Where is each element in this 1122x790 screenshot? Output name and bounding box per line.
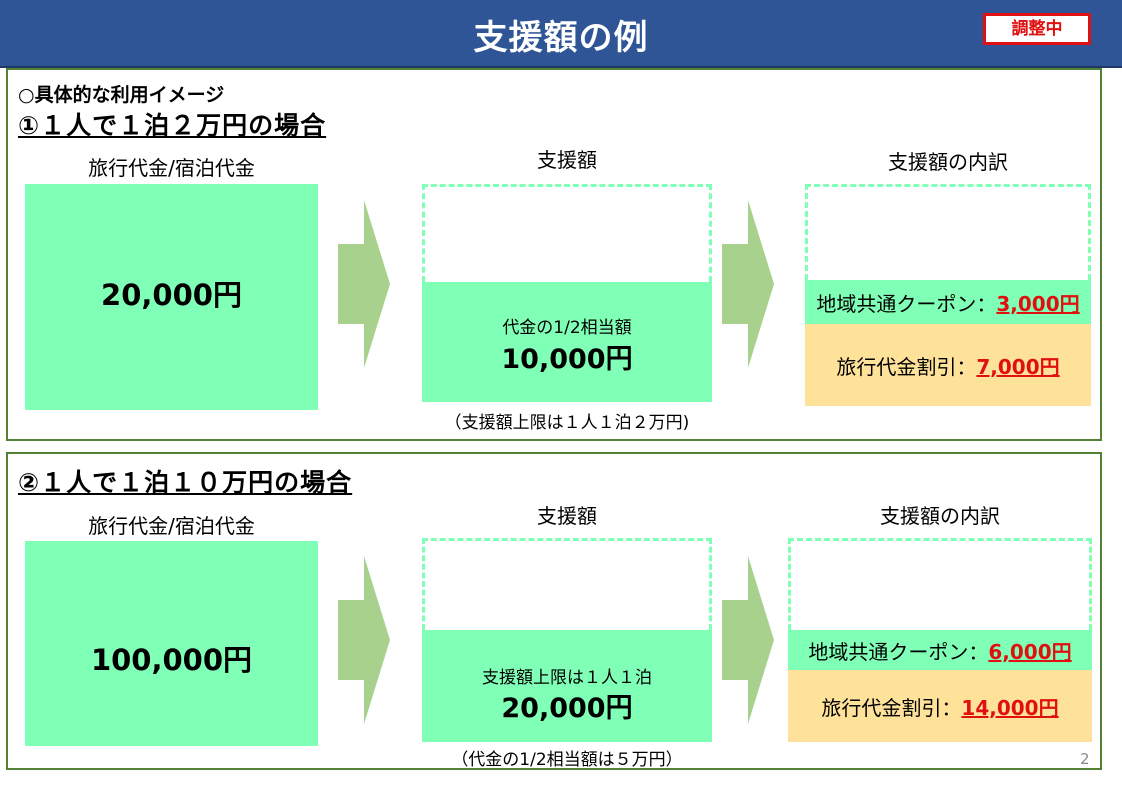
case1-breakdown-outline (805, 184, 1091, 280)
case2-coupon-value: 6,000円 (988, 639, 1072, 664)
case2-arrow-2 (722, 556, 774, 724)
case1-support-sub: 代金の1/2相当額 (502, 318, 632, 338)
case2-discount-label: 旅行代金割引： (821, 695, 962, 720)
case1-discount-label: 旅行代金割引： (836, 354, 977, 379)
case1-discount-row: 旅行代金割引：7,000円 (805, 324, 1091, 406)
case1-support-cap-outline (422, 184, 712, 282)
case1-coupon-label: 地域共通クーポン： (816, 291, 997, 316)
case2-support-sub: 支援額上限は１人１泊 (482, 668, 652, 688)
case1-price-value: 20,000円 (101, 278, 242, 312)
case1-discount-value: 7,000円 (976, 354, 1060, 379)
case2-support-box: 支援額上限は１人１泊 20,000円 (422, 630, 712, 742)
page-title: 支援額の例 (473, 18, 649, 58)
case2-col-breakdown-label: 支援額の内訳 (880, 504, 1000, 528)
case2-discount-value: 14,000円 (961, 695, 1059, 720)
case2-discount-row: 旅行代金割引：14,000円 (788, 670, 1092, 742)
case1-col-breakdown-label: 支援額の内訳 (888, 150, 1008, 174)
page-number: 2 (1080, 750, 1090, 768)
case2-panel (6, 452, 1102, 770)
case1-col-support-label: 支援額 (537, 148, 597, 172)
case1-coupon-row: 地域共通クーポン：3,000円 (805, 280, 1091, 324)
case2-breakdown-outline (788, 538, 1092, 630)
case2-price-value: 100,000円 (90, 643, 253, 677)
case1-support-box: 代金の1/2相当額 10,000円 (422, 282, 712, 402)
case2-col-price-label: 旅行代金/宿泊代金 (88, 514, 255, 538)
header-bar: 支援額の例 調整中 (0, 0, 1122, 68)
case1-col-price-label: 旅行代金/宿泊代金 (88, 156, 255, 180)
case1-panel (6, 68, 1102, 441)
case1-price-box: 20,000円 (25, 184, 318, 410)
intro-heading: ○具体的な利用イメージ (18, 84, 225, 106)
case2-arrow-1 (338, 556, 390, 724)
case1-arrow-1 (338, 200, 390, 368)
case2-title: ②１人で１泊１０万円の場合 (18, 468, 353, 497)
case2-support-value: 20,000円 (501, 693, 633, 724)
case1-support-value: 10,000円 (501, 344, 633, 375)
case2-coupon-label: 地域共通クーポン： (808, 639, 989, 664)
case1-note: （支援額上限は１人１泊２万円) (444, 413, 690, 433)
case2-coupon-row: 地域共通クーポン：6,000円 (788, 630, 1092, 670)
case1-arrow-2 (722, 200, 774, 368)
case1-title: ①１人で１泊２万円の場合 (18, 111, 327, 140)
case2-col-support-label: 支援額 (537, 504, 597, 528)
case2-note: （代金の1/2相当額は５万円） (451, 750, 683, 770)
case1-coupon-value: 3,000円 (996, 291, 1080, 316)
status-badge: 調整中 (983, 13, 1091, 45)
case2-support-cap-outline (422, 538, 712, 630)
case2-price-box: 100,000円 (25, 541, 318, 746)
